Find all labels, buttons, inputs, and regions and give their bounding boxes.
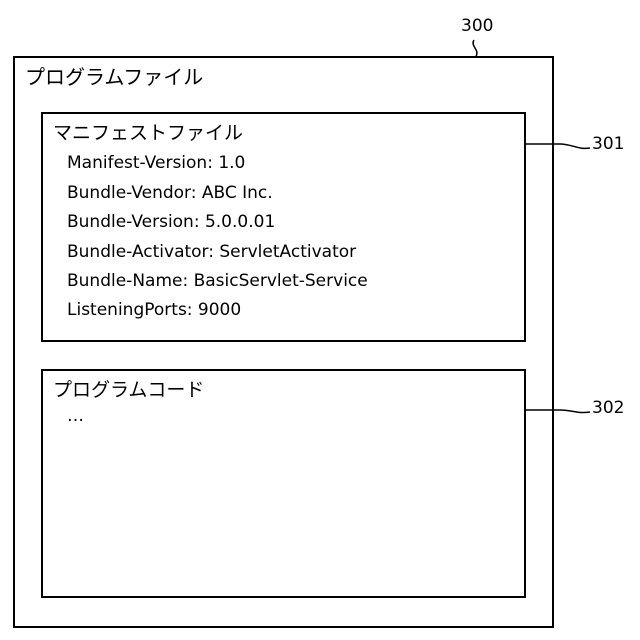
manifest-entry-bundle-version: Bundle-Version: 5.0.0.01 (67, 214, 275, 231)
program-code-ellipsis: … (67, 408, 84, 425)
manifest-entry-bundle-name: Bundle-Name: BasicServlet-Service (67, 273, 368, 290)
program-code-title: プログラムコード (53, 381, 204, 400)
leader-300 (473, 40, 477, 56)
ref-301: 301 (592, 136, 624, 153)
manifest-file-title: マニフェストファイル (53, 124, 243, 143)
ref-302: 302 (592, 400, 624, 417)
manifest-entry-manifest-version: Manifest-Version: 1.0 (67, 155, 245, 172)
manifest-entry-bundle-activator: Bundle-Activator: ServletActivator (67, 244, 356, 261)
ref-300: 300 (461, 18, 493, 35)
manifest-entry-bundle-vendor: Bundle-Vendor: ABC Inc. (67, 185, 273, 202)
manifest-entry-listening-ports: ListeningPorts: 9000 (67, 302, 241, 319)
program-code-box (41, 369, 526, 598)
program-file-title: プログラムファイル (25, 67, 203, 87)
